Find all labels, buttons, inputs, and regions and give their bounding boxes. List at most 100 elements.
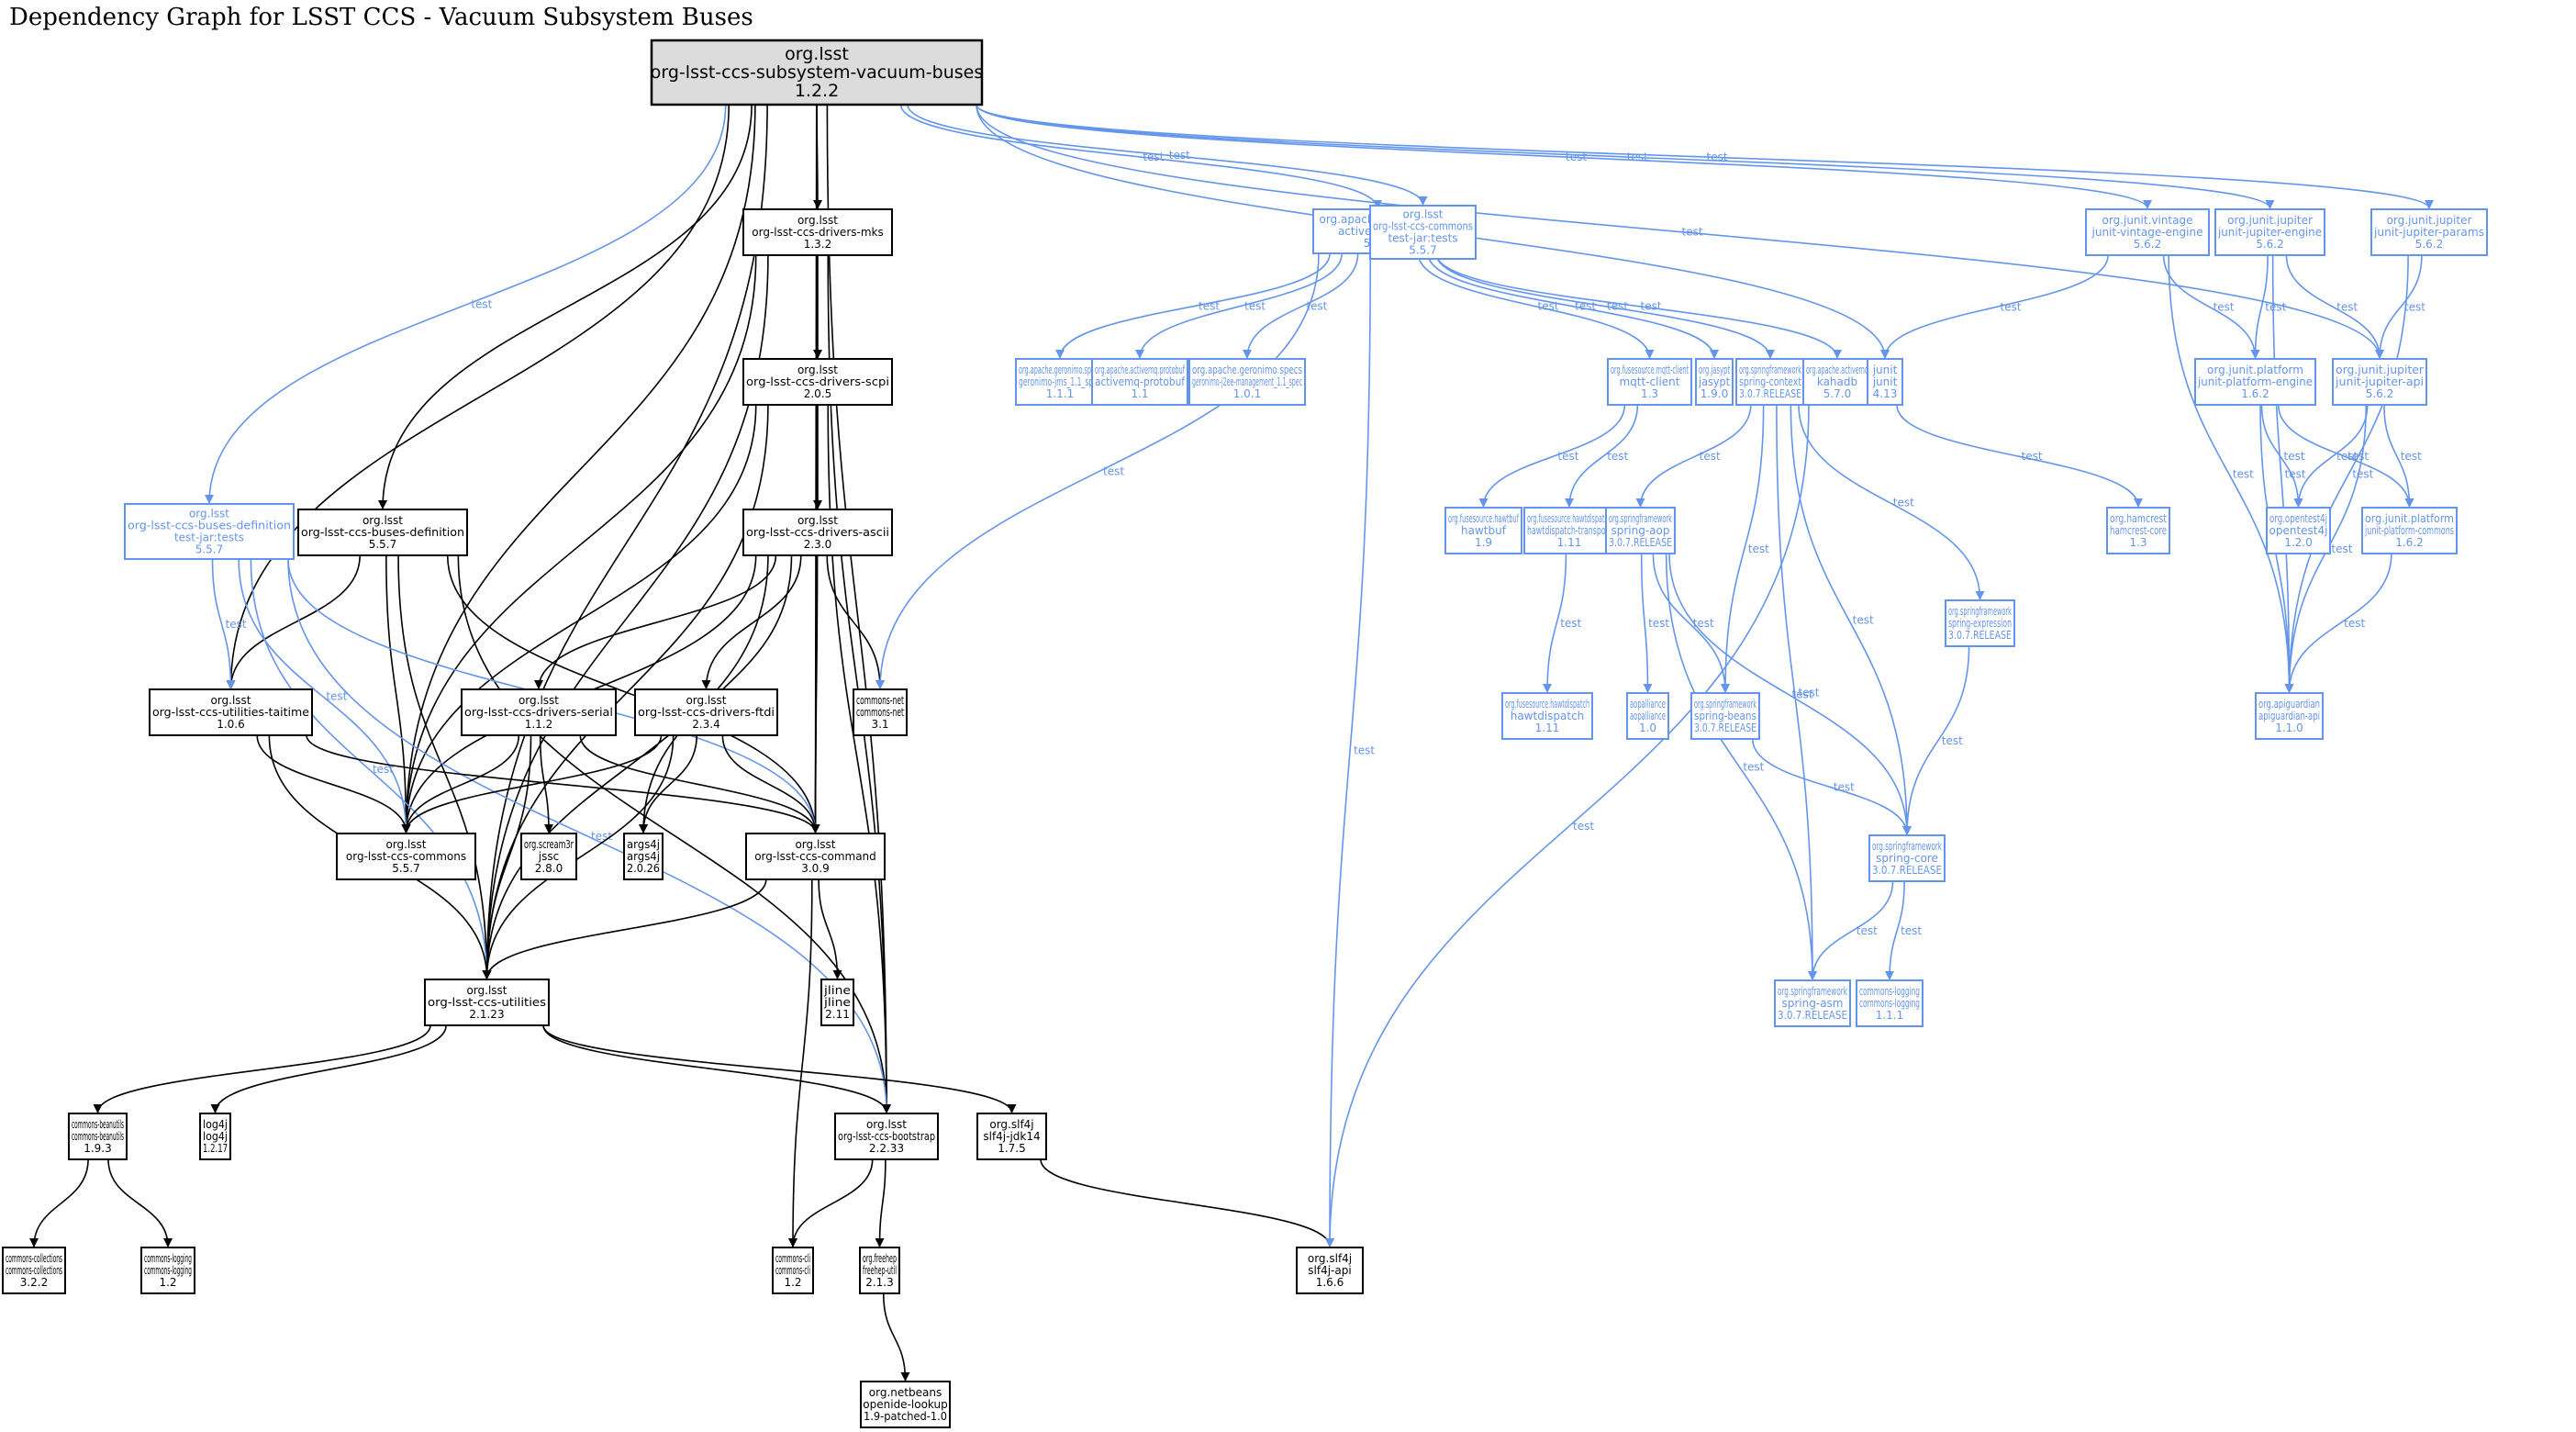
edge-label-test: test (2022, 450, 2043, 463)
node-juparams[interactable]: org.junit.jupiterjunit-jupiter-params5.6… (2370, 208, 2488, 256)
node-platcommons[interactable]: org.junit.platformjunit-platform-commons… (2361, 507, 2458, 554)
node-protobuf[interactable]: org.apache.activemq.protobufactivemq-pro… (1091, 358, 1188, 406)
node-taitime[interactable]: org.lsstorg-lsst-ccs-utilities-taitime1.… (149, 688, 313, 736)
node-version: 1.2 (784, 1276, 801, 1289)
edge-ftdi-to-command (721, 734, 820, 833)
edge-utilities-to-beanutils (93, 1024, 431, 1113)
node-version: 2.3.4 (692, 718, 720, 731)
edge-amqcore-to-springctx (1435, 252, 1775, 359)
node-springasm[interactable]: org.springframeworkspring-asm3.0.7.RELEA… (1774, 979, 1851, 1027)
node-version: 2.1.23 (469, 1008, 504, 1021)
node-group: org.fusesource.hawtdispatch (1505, 698, 1589, 710)
edge-vintage-to-apiguardian (2168, 254, 2294, 693)
edge-command-to-cli (788, 878, 813, 1247)
node-box (745, 833, 886, 880)
node-busdef_tests[interactable]: org.lsstorg-lsst-ccs-buses-definitiontes… (124, 503, 295, 560)
node-j2ee[interactable]: org.apache.geronimo.specsgeronimo-j2ee-m… (1188, 358, 1306, 406)
node-hdtransport[interactable]: org.fusesource.hawtdispatchhawtdispatch-… (1523, 507, 1615, 554)
node-group: org.slf4j (1308, 1252, 1352, 1265)
node-artifact: junit-jupiter-engine (2217, 226, 2322, 239)
node-artifact: org-lsst-ccs-utilities-taitime (152, 706, 309, 719)
edge-slf4jjdk-to-slf4japi (1040, 1158, 1334, 1247)
node-jms[interactable]: org.apache.geronimo.specsgeronimo-jms_1.… (1015, 358, 1105, 406)
node-version: 1.0.6 (217, 718, 245, 731)
edge-label-test: test (1853, 614, 1874, 627)
node-group: jline (823, 984, 851, 997)
edge-label-test: test (1707, 151, 1728, 163)
edge-label-test: test (2344, 617, 2365, 630)
node-group: org.freehep (863, 1252, 897, 1265)
node-springexpr[interactable]: org.springframeworkspring-expression3.0.… (1945, 599, 2015, 647)
node-springcore[interactable]: org.springframeworkspring-core3.0.7.RELE… (1868, 834, 1946, 882)
node-version: 3.0.7.RELEASE (1872, 864, 1942, 877)
node-lookup[interactable]: org.netbeansopenide-lookup1.9-patched-1.… (860, 1381, 951, 1428)
node-vintage[interactable]: org.junit.vintagejunit-vintage-engine5.6… (2085, 208, 2210, 256)
edge-utilities-to-log4j (210, 1024, 447, 1113)
node-box (140, 1247, 195, 1294)
edge-juparams-to-apiguardian (2284, 254, 2409, 693)
node-version: 1.2.0 (2284, 536, 2313, 549)
node-version: 1.9-patched-1.0 (864, 1410, 947, 1423)
node-artifact: slf4j-jdk14 (983, 1130, 1040, 1143)
node-artifact: commons-cli (775, 1264, 810, 1277)
node-box (1605, 507, 1676, 554)
node-group: commons-cli (775, 1252, 810, 1265)
node-hawtdispatch[interactable]: org.fusesource.hawtdispatchhawtdispatch1… (1501, 692, 1593, 740)
node-artifact: commons-beanutils (72, 1130, 124, 1143)
node-collections[interactable]: commons-collectionscommons-collections3.… (2, 1247, 66, 1294)
node-commons_tests[interactable]: org.lsstorg-lsst-ccs-commonstest-jar:tes… (1369, 205, 1477, 260)
node-jupeng[interactable]: org.junit.jupiterjunit-jupiter-engine5.6… (2214, 208, 2325, 256)
edge-root-to-commons_tests (907, 104, 1428, 206)
edge-label-test: test (1641, 300, 1662, 313)
edge-label-test: test (1573, 820, 1594, 833)
node-root[interactable]: org.lsstorg-lsst-ccs-subsystem-vacuum-bu… (650, 39, 984, 106)
edge-vintage-to-platengine (2162, 254, 2260, 359)
node-springbeans[interactable]: org.springframeworkspring-beans3.0.7.REL… (1690, 692, 1760, 740)
edge-amqcore-to-protobuf (1135, 252, 1343, 359)
node-platengine[interactable]: org.junit.platformjunit-platform-engine1… (2194, 358, 2316, 406)
node-busdef[interactable]: org.lsstorg-lsst-ccs-buses-definition5.5… (297, 509, 468, 556)
edge-root-to-juparams (976, 104, 2434, 209)
node-version: 1.1.1 (1046, 387, 1075, 400)
edge-springexpr-to-springcore (1902, 645, 1970, 835)
node-group: org.fusesource.mqtt-client (1611, 364, 1689, 376)
node-group: commons-logging (144, 1252, 192, 1265)
node-springctx[interactable]: org.springframeworkspring-context3.0.7.R… (1735, 358, 1805, 406)
node-springaop[interactable]: org.springframeworkspring-aop3.0.7.RELEA… (1605, 507, 1676, 554)
node-artifact: geronimo-jms_1.1_spec (1019, 375, 1101, 388)
node-group: commons-beanutils (72, 1118, 124, 1131)
edge-springctx-to-springasm (1776, 404, 1817, 980)
